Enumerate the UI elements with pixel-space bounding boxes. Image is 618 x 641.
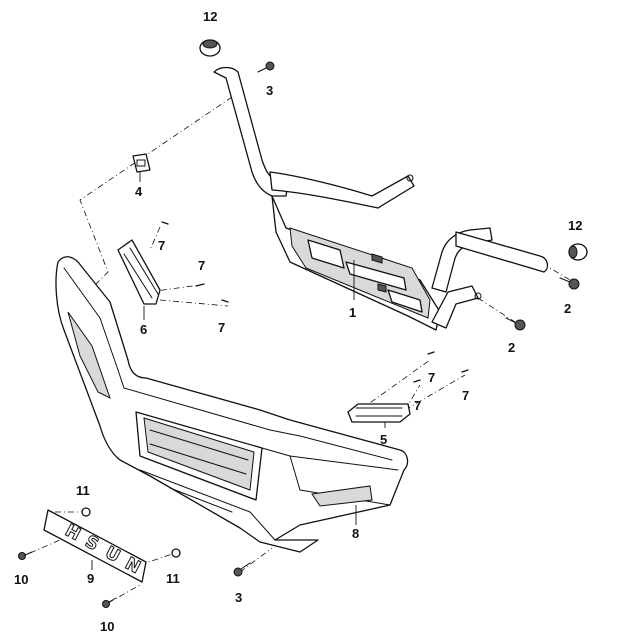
assembly-lines [29, 96, 571, 604]
callout-12-top: 12 [203, 9, 217, 24]
callouts: 1 2 2 3 3 4 5 6 7 7 7 7 7 7 8 9 10 10 11… [14, 9, 582, 634]
clip-part [132, 153, 151, 173]
left-bracket [117, 239, 161, 305]
bumper-shell [55, 256, 409, 553]
screw-10 [18, 551, 117, 608]
callout-11a: 11 [76, 483, 90, 498]
callout-7a: 7 [158, 238, 165, 253]
bolt-2-lower [505, 317, 526, 331]
callout-3-bottom: 3 [235, 590, 242, 605]
callout-10a: 10 [14, 572, 28, 587]
callout-6: 6 [140, 322, 147, 337]
end-cap-right [568, 243, 588, 261]
callout-7f: 7 [462, 388, 469, 403]
callout-3-top: 3 [266, 83, 273, 98]
callout-7e: 7 [414, 398, 421, 413]
callout-5: 5 [380, 432, 387, 447]
nut-11 [81, 507, 181, 558]
callout-7b: 7 [198, 258, 205, 273]
callout-7c: 7 [218, 320, 225, 335]
screw-7 [161, 221, 469, 383]
bolt-3-bottom [233, 562, 251, 577]
right-bracket [347, 403, 411, 423]
callout-2-lower: 2 [508, 340, 515, 355]
callout-11b: 11 [166, 571, 180, 586]
callout-12-right: 12 [568, 218, 582, 233]
bumper-frame [213, 66, 549, 331]
callout-9: 9 [87, 571, 94, 586]
callout-4: 4 [135, 184, 143, 199]
callout-10b: 10 [100, 619, 114, 634]
callout-2-right: 2 [564, 301, 571, 316]
callout-8: 8 [352, 526, 359, 541]
callout-1: 1 [349, 305, 356, 320]
bolt-2-right [559, 277, 580, 290]
fasteners [18, 39, 588, 608]
bolt-3-top [257, 61, 275, 73]
logo-plate: H S U N [43, 509, 147, 583]
leader-lines [91, 172, 386, 570]
callout-7d: 7 [428, 370, 435, 385]
end-cap-top [199, 39, 221, 57]
